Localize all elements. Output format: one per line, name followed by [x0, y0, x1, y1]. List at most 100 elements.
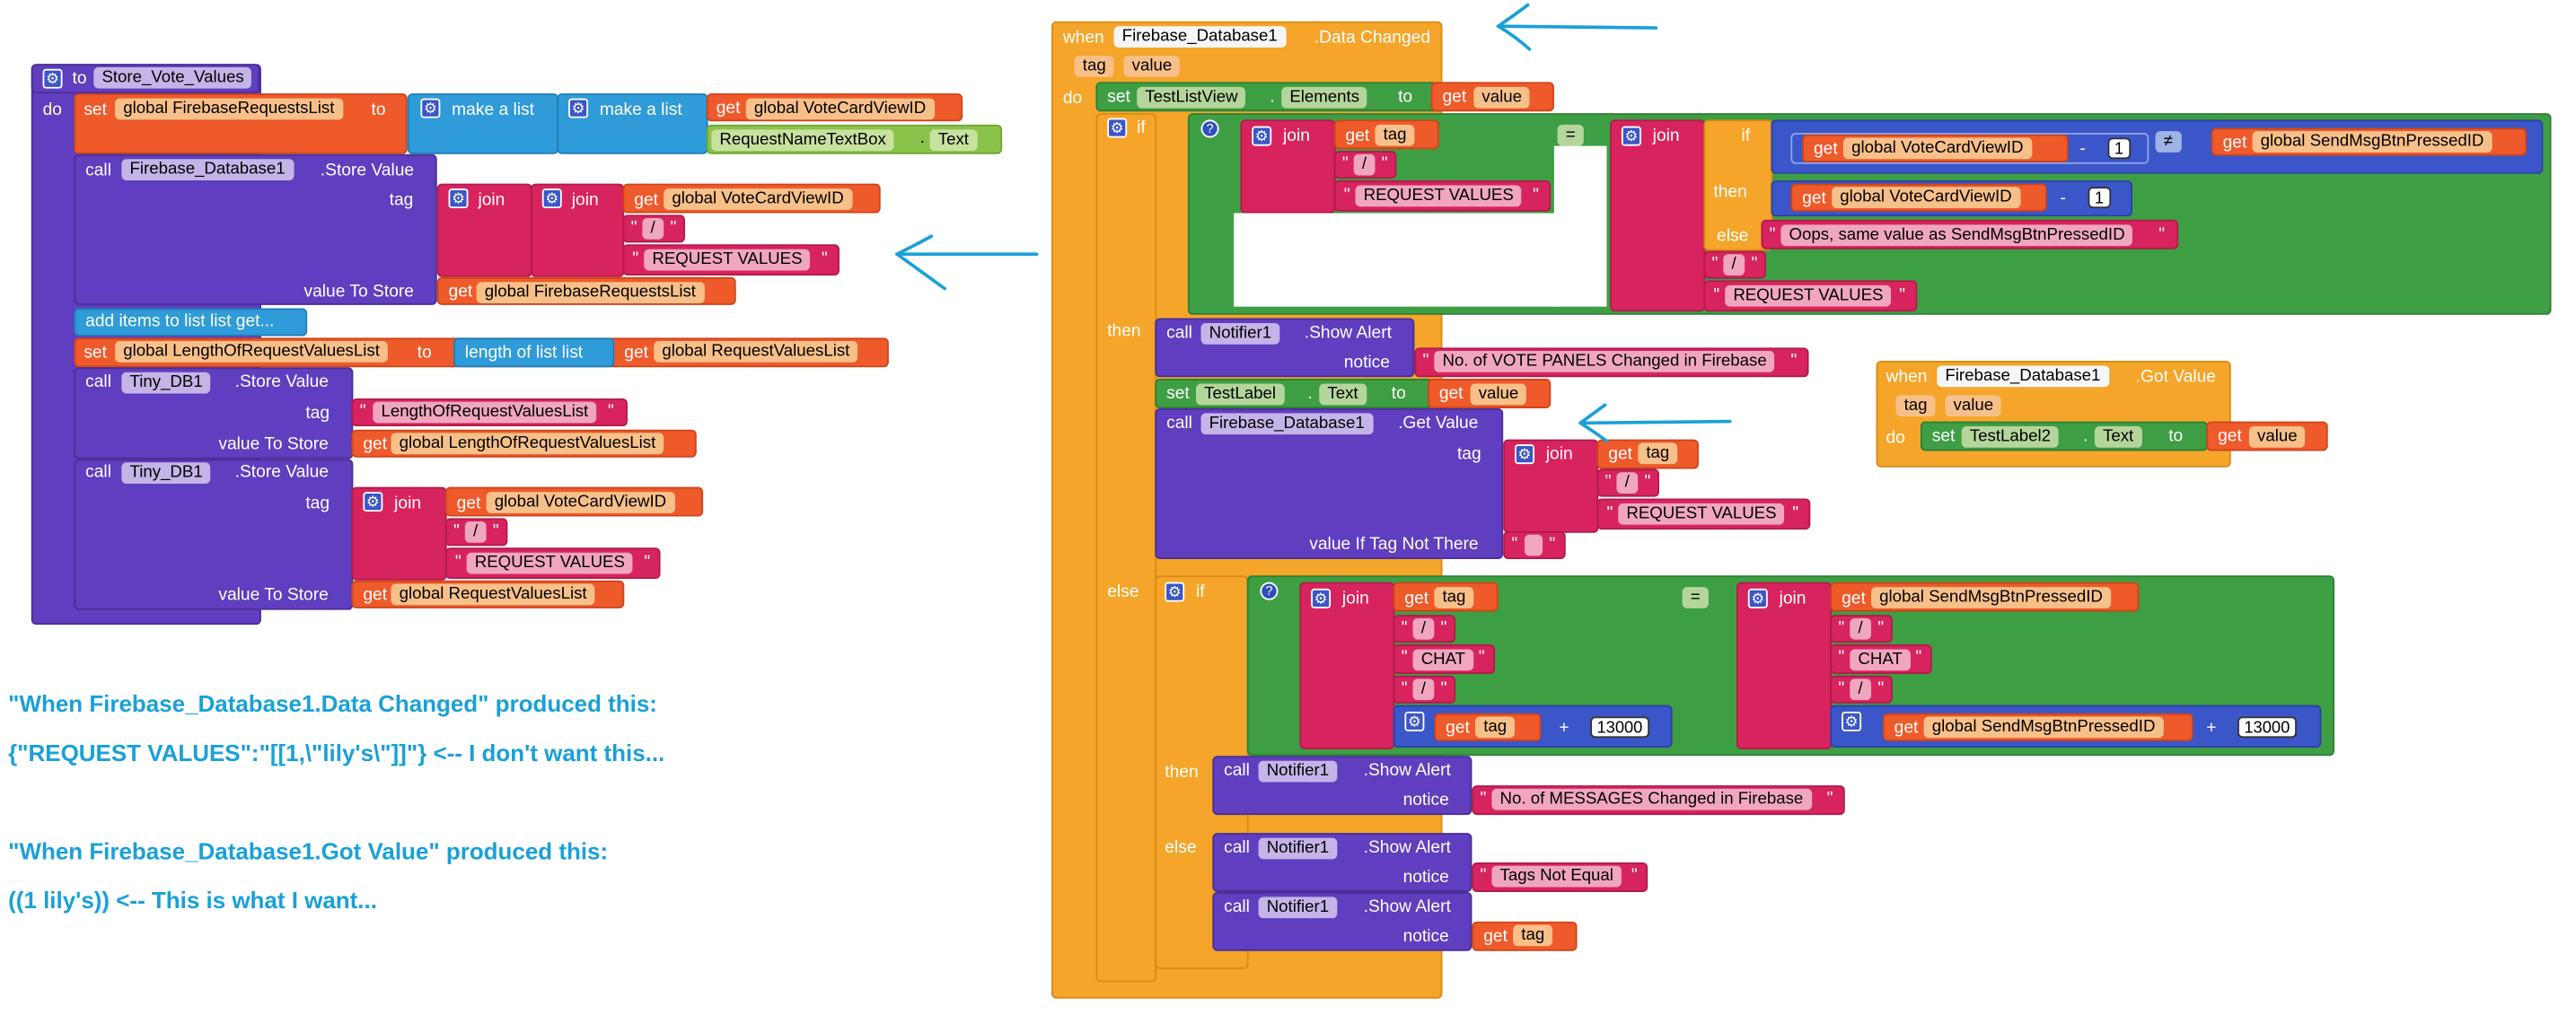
event-param-tag[interactable]: tag: [1074, 56, 1114, 77]
variable-dropdown[interactable]: tag: [1375, 124, 1415, 146]
text-field[interactable]: CHAT: [1850, 649, 1911, 671]
show-alert-block[interactable]: [1212, 756, 1473, 816]
variable-dropdown[interactable]: global RequestValuesList: [654, 341, 858, 363]
component-dropdown[interactable]: Tiny_DB1: [121, 372, 211, 394]
number-field[interactable]: 1: [2107, 137, 2131, 160]
join-gear-icon[interactable]: ⚙: [1514, 444, 1534, 465]
number-field[interactable]: 13000: [2238, 716, 2297, 739]
help-icon[interactable]: ?: [1260, 582, 1279, 600]
show-alert-block[interactable]: [1155, 318, 1415, 378]
component-dropdown[interactable]: TestLabel: [1196, 383, 1285, 406]
compare-operator-dropdown[interactable]: =: [1557, 124, 1584, 146]
variable-dropdown[interactable]: global VoteCardViewID: [745, 98, 935, 120]
number-field[interactable]: 13000: [1590, 716, 1649, 739]
variable-dropdown[interactable]: value: [1473, 86, 1531, 109]
add-items-to-list-block[interactable]: [74, 308, 308, 337]
text-field[interactable]: LengthOfRequestValuesList: [373, 401, 597, 424]
variable-dropdown[interactable]: global SendMsgBtnPressedID: [1871, 587, 2112, 608]
property-dropdown[interactable]: Text: [2094, 426, 2142, 448]
property-dropdown[interactable]: Text: [1319, 383, 1367, 406]
text-field[interactable]: REQUEST VALUES: [1355, 185, 1522, 207]
if-gear-icon[interactable]: ⚙: [1165, 582, 1185, 602]
text-field[interactable]: Oops, same value as SendMsgBtnPressedID: [1780, 224, 2133, 247]
variable-dropdown[interactable]: value: [2248, 426, 2306, 448]
text-field[interactable]: /: [1412, 617, 1435, 640]
variable-dropdown[interactable]: global FirebaseRequestsList: [476, 282, 705, 304]
if-gear-icon[interactable]: ⚙: [1107, 118, 1128, 138]
text-field[interactable]: /: [1850, 617, 1871, 640]
text-field[interactable]: REQUEST VALUES: [466, 552, 634, 574]
help-icon[interactable]: ?: [1200, 119, 1219, 138]
event-param-value[interactable]: value: [1945, 395, 2002, 417]
component-dropdown[interactable]: RequestNameTextBox: [711, 129, 895, 152]
text-field[interactable]: REQUEST VALUES: [644, 249, 811, 271]
variable-dropdown[interactable]: global SendMsgBtnPressedID: [1923, 716, 2164, 739]
text-field[interactable]: No. of MESSAGES Changed in Firebase: [1491, 788, 1812, 810]
show-alert-block[interactable]: [1212, 891, 1473, 951]
variable-dropdown[interactable]: global LengthOfRequestValuesList: [391, 433, 664, 455]
join-gear-icon[interactable]: ⚙: [1747, 588, 1768, 608]
component-dropdown[interactable]: Firebase_Database1: [1113, 26, 1286, 48]
variable-dropdown[interactable]: global LengthOfRequestValuesList: [115, 341, 389, 363]
join-gear-icon[interactable]: ⚙: [541, 188, 562, 209]
make-list-gear-icon[interactable]: ⚙: [420, 98, 441, 118]
compare-operator-dropdown[interactable]: =: [1682, 587, 1709, 608]
text-field[interactable]: /: [642, 218, 664, 240]
component-dropdown[interactable]: Firebase_Database1: [1937, 365, 2109, 388]
variable-dropdown[interactable]: global SendMsgBtnPressedID: [2252, 131, 2492, 153]
text-field[interactable]: /: [464, 521, 487, 543]
add-gear-icon[interactable]: ⚙: [1842, 711, 1862, 731]
component-dropdown[interactable]: Tiny_DB1: [121, 462, 211, 484]
text-field[interactable]: /: [1616, 472, 1638, 494]
component-dropdown[interactable]: Notifier1: [1258, 760, 1338, 783]
variable-dropdown[interactable]: global VoteCardViewID: [1842, 137, 2032, 160]
variable-dropdown[interactable]: global VoteCardViewID: [664, 188, 852, 210]
join-gear-icon[interactable]: ⚙: [363, 492, 383, 512]
join-gear-icon[interactable]: ⚙: [1621, 126, 1641, 146]
text-field[interactable]: /: [1412, 678, 1435, 701]
text-field[interactable]: /: [1850, 678, 1871, 701]
text-field[interactable]: CHAT: [1412, 649, 1474, 671]
text-field[interactable]: Tags Not Equal: [1491, 865, 1622, 888]
mutator-gear-icon[interactable]: ⚙: [42, 68, 63, 89]
property-dropdown[interactable]: Elements: [1281, 86, 1368, 109]
if-then-else-block[interactable]: [1095, 113, 1157, 983]
text-field[interactable]: /: [1353, 153, 1376, 176]
tinydb-store-value-block[interactable]: [74, 367, 354, 459]
event-param-tag[interactable]: tag: [1895, 395, 1936, 417]
text-field[interactable]: REQUEST VALUES: [1618, 503, 1785, 525]
text-field[interactable]: REQUEST VALUES: [1725, 284, 1892, 307]
number-field[interactable]: 1: [2088, 187, 2111, 209]
variable-dropdown[interactable]: value: [1470, 383, 1527, 406]
text-field[interactable]: No. of VOTE PANELS Changed in Firebase: [1434, 350, 1775, 372]
component-dropdown[interactable]: TestListView: [1137, 86, 1246, 109]
component-dropdown[interactable]: Notifier1: [1258, 897, 1338, 919]
join-gear-icon[interactable]: ⚙: [448, 188, 469, 209]
make-list-gear-icon[interactable]: ⚙: [568, 98, 589, 118]
variable-dropdown[interactable]: global VoteCardViewID: [1832, 187, 2020, 209]
compare-operator-dropdown[interactable]: ≠: [2155, 131, 2182, 153]
component-dropdown[interactable]: Notifier1: [1200, 322, 1280, 345]
procedure-name-field[interactable]: Store_Vote_Values: [93, 66, 252, 89]
property-dropdown[interactable]: Text: [929, 129, 978, 152]
component-dropdown[interactable]: Notifier1: [1258, 837, 1338, 860]
text-field[interactable]: /: [1723, 254, 1745, 276]
variable-dropdown[interactable]: global RequestValuesList: [391, 583, 595, 606]
tinydb-store-value-block-2[interactable]: [74, 459, 354, 610]
variable-dropdown[interactable]: global FirebaseRequestsList: [115, 98, 343, 120]
event-param-value[interactable]: value: [1123, 56, 1181, 77]
add-gear-icon[interactable]: ⚙: [1404, 711, 1425, 731]
component-dropdown[interactable]: Firebase_Database1: [1200, 413, 1373, 435]
component-dropdown[interactable]: Firebase_Database1: [121, 159, 294, 180]
text-field[interactable]: [1524, 534, 1543, 556]
length-of-list-block[interactable]: [453, 337, 615, 368]
join-block-right[interactable]: [1610, 119, 1706, 312]
variable-dropdown[interactable]: global VoteCardViewID: [486, 492, 675, 513]
show-alert-block[interactable]: [1212, 833, 1473, 892]
variable-dropdown[interactable]: tag: [1513, 924, 1553, 947]
join-gear-icon[interactable]: ⚙: [1252, 126, 1272, 146]
component-dropdown[interactable]: TestLabel2: [1961, 426, 2060, 448]
variable-dropdown[interactable]: tag: [1475, 716, 1516, 739]
join-gear-icon[interactable]: ⚙: [1311, 588, 1332, 608]
